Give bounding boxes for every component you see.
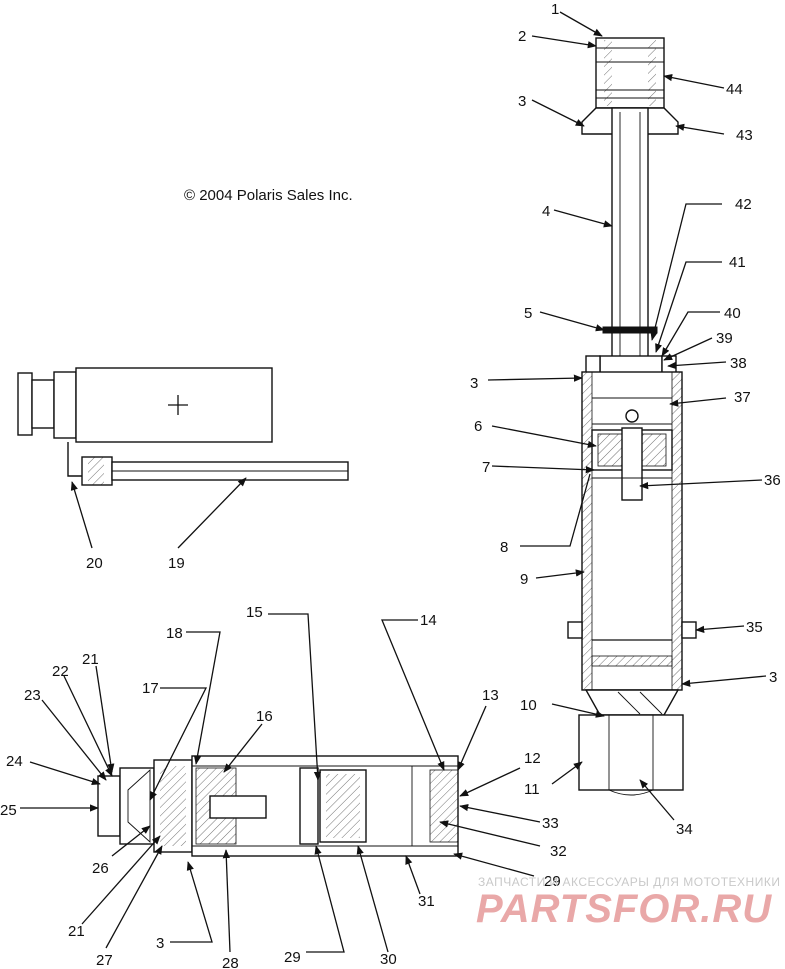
callout-10: 10 <box>520 697 537 714</box>
callout-42: 42 <box>735 196 752 213</box>
body-lug-right-part <box>681 621 697 639</box>
reservoir-cap-part <box>17 372 33 436</box>
callout-3-d: 3 <box>156 935 164 952</box>
callout-29-b: 29 <box>284 949 301 966</box>
callout-30: 30 <box>380 951 397 968</box>
seal-head-part <box>599 355 663 375</box>
callout-33: 33 <box>542 815 559 832</box>
callout-11: 11 <box>524 781 540 798</box>
callout-36: 36 <box>764 472 781 489</box>
shock-body-part <box>581 371 683 691</box>
callout-19: 19 <box>168 555 185 572</box>
callout-8: 8 <box>500 539 508 556</box>
callout-25: 25 <box>0 802 17 819</box>
callout-23: 23 <box>24 687 41 704</box>
watermark-tagline: ЗАПЧАСТИ И АКСЕССУАРЫ ДЛЯ МОТОТЕХНИКИ <box>478 875 780 889</box>
callout-4: 4 <box>542 203 550 220</box>
callout-24: 24 <box>6 753 23 770</box>
horizontal-shock-assembly <box>97 755 459 857</box>
callout-2: 2 <box>518 28 526 45</box>
callout-3-c: 3 <box>769 669 777 686</box>
callout-7: 7 <box>482 459 490 476</box>
shaft-part <box>611 107 649 359</box>
bottom-neck-part <box>584 689 680 716</box>
callout-17: 17 <box>142 680 159 697</box>
callout-35: 35 <box>746 619 763 636</box>
callout-39: 39 <box>716 330 733 347</box>
callout-1: 1 <box>551 1 559 18</box>
callout-21-b: 21 <box>68 923 85 940</box>
callout-12: 12 <box>524 750 541 767</box>
callout-3-b: 3 <box>470 375 478 392</box>
end-cap-part <box>97 775 121 837</box>
watermark: ЗАПЧАСТИ И АКСЕССУАРЫ ДЛЯ МОТОТЕХНИКИ PA… <box>476 875 780 931</box>
callout-29: 29 <box>544 873 561 890</box>
callout-9: 9 <box>520 571 528 588</box>
callout-32: 32 <box>550 843 567 860</box>
callout-5: 5 <box>524 305 532 322</box>
callout-21: 21 <box>82 651 99 668</box>
reservoir-assembly <box>17 367 349 486</box>
leader-lines <box>20 11 767 953</box>
shaft-band-part <box>602 326 658 334</box>
callout-27: 27 <box>96 952 113 969</box>
callout-44: 44 <box>726 81 743 98</box>
callout-34: 34 <box>676 821 693 838</box>
copyright-text: © 2004 Polaris Sales Inc. <box>184 187 353 204</box>
callout-15: 15 <box>246 604 263 621</box>
vertical-shock-assembly <box>567 37 697 796</box>
callout-38: 38 <box>730 355 747 372</box>
callout-31: 31 <box>418 893 435 910</box>
callout-28: 28 <box>222 955 239 969</box>
callout-14: 14 <box>420 612 437 629</box>
hose-elbow-part <box>67 442 82 477</box>
bottom-eye-part <box>578 714 684 791</box>
callout-41: 41 <box>729 254 746 271</box>
callout-3: 3 <box>518 93 526 110</box>
callout-16: 16 <box>256 708 273 725</box>
callout-13: 13 <box>482 687 499 704</box>
body-lug-left-part <box>567 621 583 639</box>
callout-26: 26 <box>92 860 109 877</box>
callout-18: 18 <box>166 625 183 642</box>
callout-40: 40 <box>724 305 741 322</box>
callout-37: 37 <box>734 389 751 406</box>
watermark-logo: PARTSFOR.RU <box>476 887 772 931</box>
callout-22: 22 <box>52 663 69 680</box>
callout-6: 6 <box>474 418 482 435</box>
callout-43: 43 <box>736 127 753 144</box>
callout-20: 20 <box>86 555 103 572</box>
